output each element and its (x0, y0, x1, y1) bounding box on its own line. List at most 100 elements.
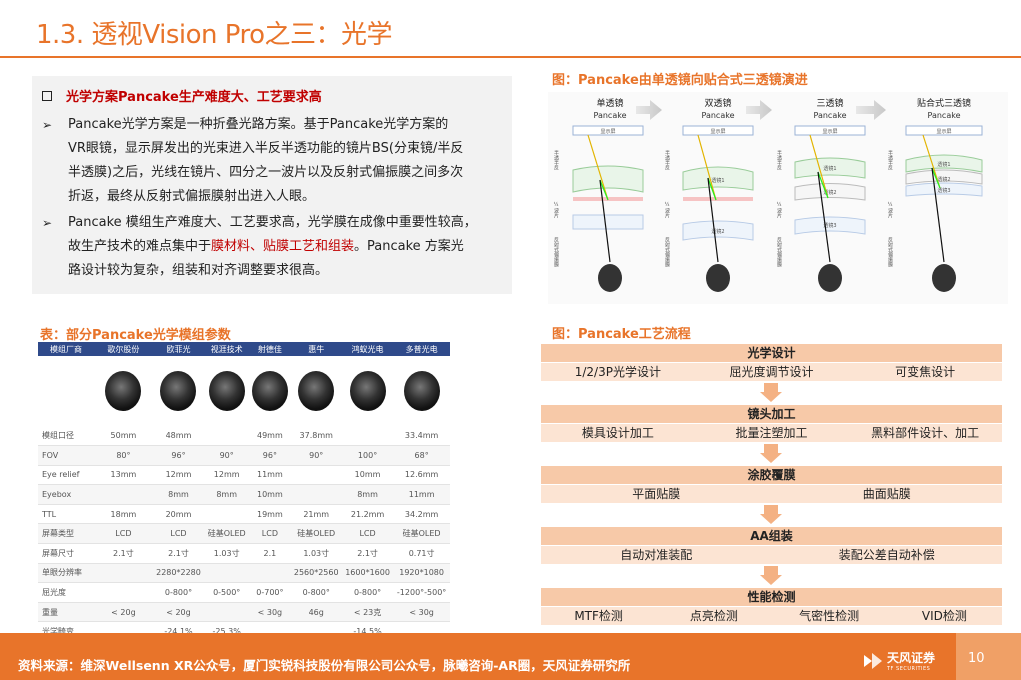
stage-items: 模具设计加工 批量注塑加工 黑料部件设计、加工 (541, 424, 1002, 442)
down-arrow-icon (541, 564, 1002, 588)
process-flow: 光学设计 1/2/3P光学设计 屈光度调节设计 可变焦设计 镜头加工 模具设计加… (541, 344, 1002, 625)
page-number: 10 (968, 651, 985, 666)
stage-title: 镜头加工 (541, 405, 1002, 423)
table-cell: 2.1寸 (94, 543, 153, 564)
table-cell: 0.71寸 (393, 543, 450, 564)
panel-triple-lens: 三透镜 Pancake 显示屏 透镜1 透镜2 透镜3 半透半反 ¼波片 反射式… (776, 97, 866, 292)
eye-icon (706, 264, 730, 292)
table-cell (94, 582, 153, 603)
table-cell: < 30g (393, 602, 450, 623)
eye-icon (598, 264, 622, 292)
table-caption: 表：部分Pancake光学模组参数 (40, 328, 231, 343)
product-image-row (38, 356, 450, 426)
arrow-icon (856, 100, 886, 120)
process-caption: 图：Pancake工艺流程 (552, 327, 691, 342)
bullet-item: ➢ Pancake 模组生产难度大、工艺要求高，光学膜在成像中重要性较高， 故生… (42, 211, 500, 283)
table-cell (94, 484, 153, 505)
display-label: 显示屏 (822, 129, 837, 135)
lens-label: 透镜2 (823, 189, 836, 196)
table-cell (204, 563, 250, 584)
table-cell: 12.6mm (393, 465, 450, 486)
table-cell: 2.1寸 (341, 543, 394, 564)
table-cell: 硅基OLED (393, 523, 450, 545)
lens-module-image (105, 371, 142, 411)
table-cell: < 20g (94, 602, 153, 623)
table-cell: 0-800° (152, 582, 205, 603)
stage-items: MTF检测 点亮检测 气密性检测 VID检测 (541, 607, 1002, 625)
table-cell: 1.03寸 (204, 543, 250, 564)
lens-label: 透镜2 (711, 228, 724, 235)
stage-item: 屈光度调节设计 (729, 365, 814, 379)
row-label: Eye relief (38, 465, 94, 486)
table-cell: 90° (290, 445, 342, 466)
lens-label: 透镜3 (823, 222, 836, 229)
row-label: FOV (38, 445, 94, 466)
table-cell (204, 602, 250, 623)
arrow-icon (746, 100, 772, 120)
stage-item: 平面贴膜 (632, 487, 681, 501)
column-header: 惠牛 (290, 342, 342, 356)
table-cell: 2.1 (249, 543, 291, 564)
table-cell: 2280*2280 (152, 563, 205, 584)
table-cell: 2560*2560 (290, 563, 342, 584)
table-cell: 33.4mm (393, 426, 450, 447)
stage-items: 1/2/3P光学设计 屈光度调节设计 可变焦设计 (541, 363, 1002, 381)
table-cell: LCD (94, 523, 153, 545)
table-cell: 11mm (249, 465, 291, 486)
summary-heading: 光学方案Pancake生产难度大、工艺要求高 (66, 90, 322, 105)
row-label: TTL (38, 504, 94, 525)
table-cell: 49mm (249, 426, 291, 447)
table-cell: < 23克 (341, 602, 394, 623)
bullet-line: VR眼镜，显示屏发出的光束进入半反半透功能的镜片BS(分束镜/半反 (68, 141, 464, 156)
bullet-line: 路设计较为复杂，组装和对齐调整要求很高。 (68, 263, 329, 278)
table-cell: 0-800° (341, 582, 394, 603)
page-title: 1.3. 透视Vision Pro之三：光学 (36, 20, 392, 50)
down-arrow-icon (541, 503, 1002, 527)
table-cell: 8mm (341, 484, 394, 505)
source-note: 资料来源：维深Wellsenn XR公众号，厦门实锐科技股份有限公司公众号，脉曦… (18, 658, 631, 673)
page-number-box (956, 633, 1021, 680)
table-cell: 80° (94, 445, 153, 466)
side-label: ¼波片 (776, 202, 782, 219)
stage-item: 可变焦设计 (895, 365, 956, 379)
row-label: 模组口径 (38, 426, 94, 447)
side-label: ¼波片 (664, 202, 670, 219)
table-cell: LCD (152, 523, 205, 545)
bullet-text: Pancake光学方案是一种折叠光路方案。基于Pancake光学方案的 VR眼镜… (68, 113, 463, 209)
side-label: 反射式偏振膜 (776, 236, 782, 268)
table-cell: 37.8mm (290, 426, 342, 447)
bullet-line: 折返，最终从反射式偏振膜射出进入人眼。 (68, 189, 316, 204)
panel-double-lens: 双透镜 Pancake 显示屏 透镜1 透镜2 半透半反 ¼波片 反射式偏振膜 (664, 97, 754, 292)
side-label: 半透半反 (553, 149, 559, 171)
stage-items: 自动对准装配 装配公差自动补偿 (541, 546, 1002, 564)
row-label: 屏幕类型 (38, 523, 94, 545)
optics-caption: 图：Pancake由单透镜向贴合式三透镜演进 (552, 73, 808, 88)
table-header-row: 模组厂商 歌尔股份 欧菲光 视涯技术 射德佳 惠牛 鸿蚁光电 多普光电 (38, 342, 450, 356)
display-label: 显示屏 (936, 129, 951, 135)
table-cell: < 30g (249, 602, 291, 623)
row-label: 屈光度 (38, 582, 94, 603)
column-header: 歌尔股份 (94, 342, 153, 356)
summary-box: 光学方案Pancake生产难度大、工艺要求高 ➢ Pancake光学方案是一种折… (32, 76, 512, 294)
stage-item: 模具设计加工 (581, 426, 654, 440)
lens-label: 透镜1 (823, 165, 836, 172)
display-label: 显示屏 (600, 129, 615, 135)
table-cell: LCD (341, 523, 394, 545)
side-label: 反射式偏振膜 (887, 236, 893, 268)
lens-module-image (160, 371, 197, 411)
bullet-line: 故生产技术的难点集中于膜材料、贴膜工艺和组装。Pancake 方案光 (68, 235, 477, 259)
logo-name: 天风证券 (887, 651, 936, 665)
row-label: 重量 (38, 602, 94, 623)
lens-label: 透镜3 (937, 187, 950, 194)
row-label: 屏幕尺寸 (38, 543, 94, 564)
lens-module-image (208, 371, 245, 411)
stage-title: 三透镜 (816, 97, 843, 109)
lens-shape (572, 165, 644, 193)
table-cell (94, 563, 153, 584)
stage-item: 自动对准装配 (620, 548, 693, 562)
stage-items: 平面贴膜 曲面贴膜 (541, 485, 1002, 503)
table-cell: 2.1寸 (152, 543, 205, 564)
